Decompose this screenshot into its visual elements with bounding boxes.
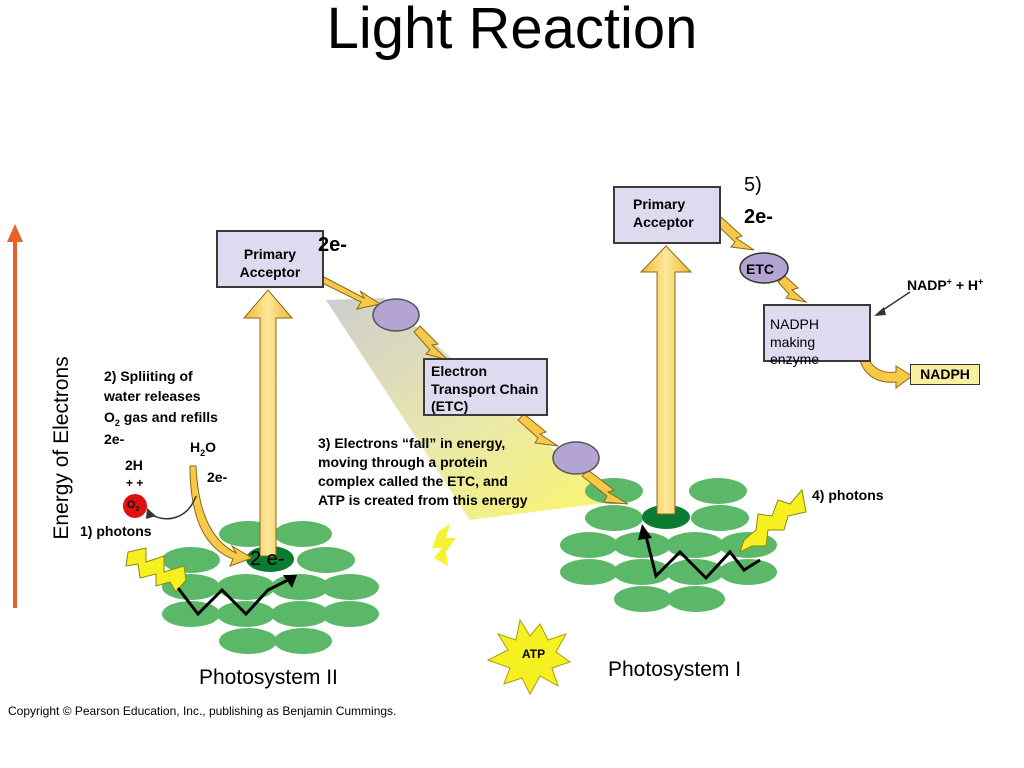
slide-title: Light Reaction (326, 0, 698, 61)
psii-electron-zigzag (176, 576, 293, 617)
psi-electron-zigzag (644, 535, 761, 581)
psi-primary-acceptor-box: Primary Acceptor (613, 186, 721, 244)
water-sub: 2 (200, 447, 206, 458)
electron-flow-arrows (317, 215, 913, 505)
photosystem-ii-cluster (162, 521, 379, 654)
step3-line2: moving through a protein (318, 453, 488, 470)
oxygen-molecule (123, 494, 147, 518)
psii-zigzag-arrowhead (283, 575, 297, 588)
water-electron-arrow (189, 465, 254, 567)
etc-complex-1 (372, 298, 420, 332)
psii-primary-acceptor-label: Primary Acceptor (239, 246, 301, 280)
step1-label: 1) photons (80, 523, 152, 539)
photosystem-ii-label: Photosystem II (199, 666, 338, 689)
nadp-plus: + (946, 276, 952, 287)
step2-line3: O2 gas and refills (104, 407, 218, 430)
step3-label: 3) Electrons “fall” in energy, moving th… (318, 434, 528, 510)
hydrogen-ions-label: 2H (125, 457, 143, 473)
psi-excitation-arrow (639, 245, 693, 515)
water-electrons-label: 2e- (207, 469, 228, 485)
step3-line4: ATP is created from this energy (318, 491, 528, 508)
step2-line1: 2) Spliiting of (104, 368, 193, 384)
photosystem-i-cluster (560, 478, 777, 612)
step2-label: 2) Spliiting of water releases O2 gas an… (104, 366, 218, 450)
step2-line4: 2e- (104, 431, 125, 448)
nadph-product-label: NADPH (920, 366, 970, 382)
copyright-notice: Copyright © Pearson Education, Inc., pub… (8, 704, 397, 718)
step3-line1: 3) Electrons “fall” in energy, (318, 435, 506, 451)
nadp-h-text: + H (951, 277, 979, 293)
step2-o-sub: 2 (114, 417, 120, 428)
nadp-pointer-arrowhead (874, 307, 886, 316)
step4-label: 4) photons (812, 487, 884, 503)
step5-number: 5) (744, 174, 762, 196)
psii-top-electrons: 2e- (318, 234, 347, 256)
etc-label: ETC (746, 261, 774, 277)
photon-bolt-psi (739, 488, 807, 553)
photosystem-i-label: Photosystem I (608, 658, 742, 681)
energy-axis-arrow (7, 224, 23, 608)
oxygen-release-arrowhead (146, 508, 156, 519)
nadp-h-plus: + (978, 276, 984, 287)
step2-o: O (104, 408, 115, 425)
atp-label: ATP (522, 647, 546, 661)
nadp-text: NADP (907, 277, 947, 293)
water-h: H (190, 439, 201, 455)
nadph-product-box: NADPH (910, 364, 980, 385)
psi-zigzag-arrowhead (638, 524, 652, 540)
oxygen-label: O2 (127, 498, 139, 514)
nadp-pointer (879, 291, 911, 313)
psii-excitation-arrow (242, 289, 294, 557)
step5-electrons: 2e- (744, 206, 773, 228)
water-label: H2O (190, 438, 216, 459)
energy-axis-label: Energy of Electrons (50, 356, 73, 540)
step3-line3: complex called the ETC, and (318, 472, 508, 489)
psii-primary-acceptor-box: Primary Acceptor (216, 230, 324, 288)
etc-box-label: Electron Transport Chain (ETC) (431, 363, 539, 414)
oxygen-release-arrow (149, 495, 197, 520)
psi-reaction-center (642, 505, 690, 529)
psii-reaction-center-label: 2 e- (250, 548, 285, 570)
oxygen-sub: 2 (135, 506, 140, 514)
photon-bolt-psii (125, 547, 187, 593)
etc-complex-psi (739, 252, 789, 284)
nadp-label: NADP+ + H+ (907, 276, 983, 294)
oxygen-o: O (127, 499, 136, 511)
hydrogen-plus-label: + + (126, 476, 144, 490)
etc-complex-2 (552, 441, 600, 475)
psii-reaction-center (246, 546, 294, 572)
water-o: O (205, 439, 217, 455)
atp-starburst (486, 618, 572, 696)
etc-box: Electron Transport Chain (ETC) (423, 358, 548, 416)
nadph-enzyme-label: NADPH making enzyme (770, 316, 820, 367)
nadph-enzyme-box: NADPH making enzyme (763, 304, 871, 367)
energy-fall-bolt (432, 524, 456, 566)
psi-primary-acceptor-label: Primary Acceptor (633, 196, 694, 230)
step2-line2: water releases (104, 388, 201, 405)
step2-gas-text: gas and refills (119, 408, 218, 425)
